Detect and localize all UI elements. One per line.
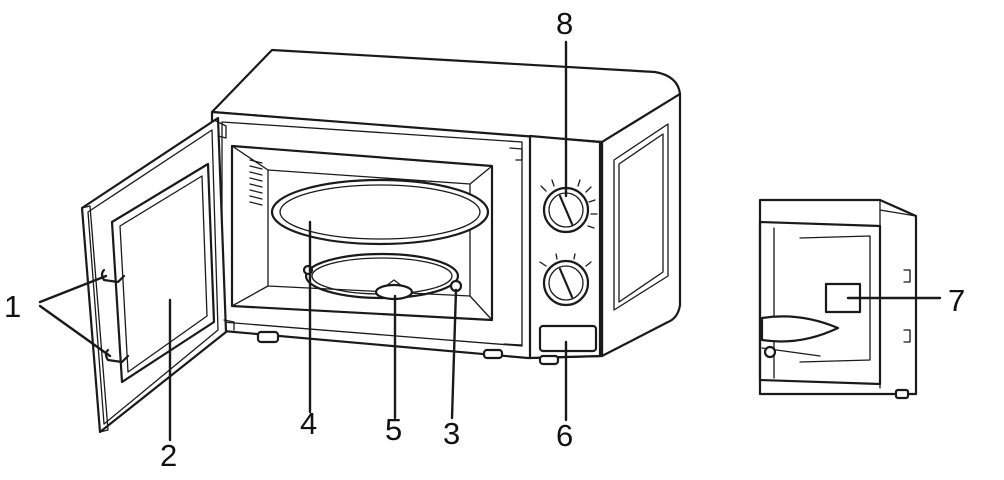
control-panel xyxy=(528,134,602,360)
leader-lines xyxy=(38,40,942,442)
leader-3 xyxy=(450,288,458,420)
door-hooks xyxy=(100,268,130,364)
door-open-button xyxy=(538,324,598,353)
callout-5: 5 xyxy=(385,412,402,447)
timer-knob xyxy=(540,177,598,234)
power-knob xyxy=(539,253,592,307)
open-door xyxy=(80,116,235,434)
oven-cavity xyxy=(230,144,523,346)
callout-6: 6 xyxy=(556,418,573,453)
feet xyxy=(256,330,560,366)
callout-7: 7 xyxy=(948,283,965,318)
leader-1a xyxy=(38,274,108,304)
callout-numbers: 1 2 3 4 5 6 7 8 xyxy=(4,6,965,473)
vent-slots xyxy=(249,159,263,206)
callout-8: 8 xyxy=(556,6,573,41)
turntable-shaft xyxy=(374,279,414,301)
callout-1: 1 xyxy=(4,289,21,324)
callout-3: 3 xyxy=(443,416,460,451)
callout-4: 4 xyxy=(300,406,317,441)
glass-tray xyxy=(270,178,490,246)
callout-2: 2 xyxy=(160,438,177,473)
leader-1b xyxy=(38,304,112,358)
